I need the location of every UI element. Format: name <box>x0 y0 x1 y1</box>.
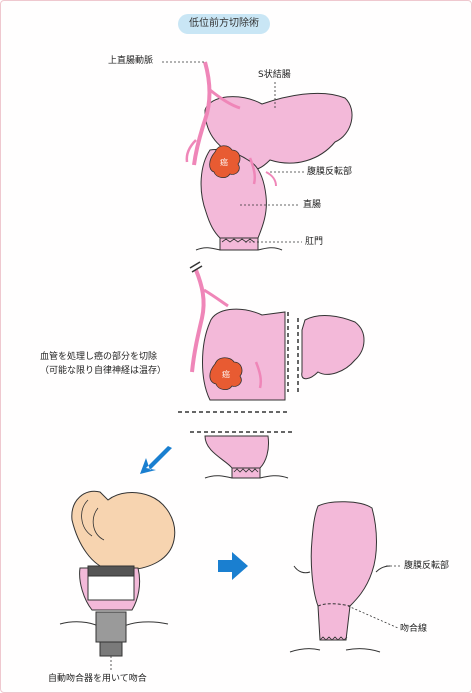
panel-resection: 癌 <box>178 262 364 478</box>
label-resection-line2: （可能な限り自律神経は温存） <box>40 366 166 377</box>
panel-anastomosis <box>290 502 402 652</box>
label-anastomosis-line: 吻合線 <box>400 624 427 635</box>
label-superior-rectal-artery: 上直腸動脈 <box>108 56 153 67</box>
label-peritoneal-reflection: 腹膜反転部 <box>307 167 352 178</box>
label-stapler-caption: 自動吻合器を用いて吻合 <box>48 674 147 685</box>
panel-stapler <box>60 491 175 672</box>
anus-shape <box>220 238 258 250</box>
label-anus: 肛門 <box>305 237 323 248</box>
label-peritoneal-reflection-2: 腹膜反転部 <box>404 561 449 572</box>
superior-rectal-artery <box>194 62 210 165</box>
arrow-down-left <box>140 446 172 474</box>
svg-text:癌: 癌 <box>222 369 230 379</box>
label-resection-line1: 血管を処理し癌の部分を切除 <box>40 352 157 363</box>
label-sigmoid-colon: S状結腸 <box>258 70 291 81</box>
label-rectum: 直腸 <box>303 200 321 211</box>
svg-text:癌: 癌 <box>220 157 228 167</box>
panel-before: 癌 <box>162 62 352 250</box>
arrow-right <box>218 552 248 580</box>
